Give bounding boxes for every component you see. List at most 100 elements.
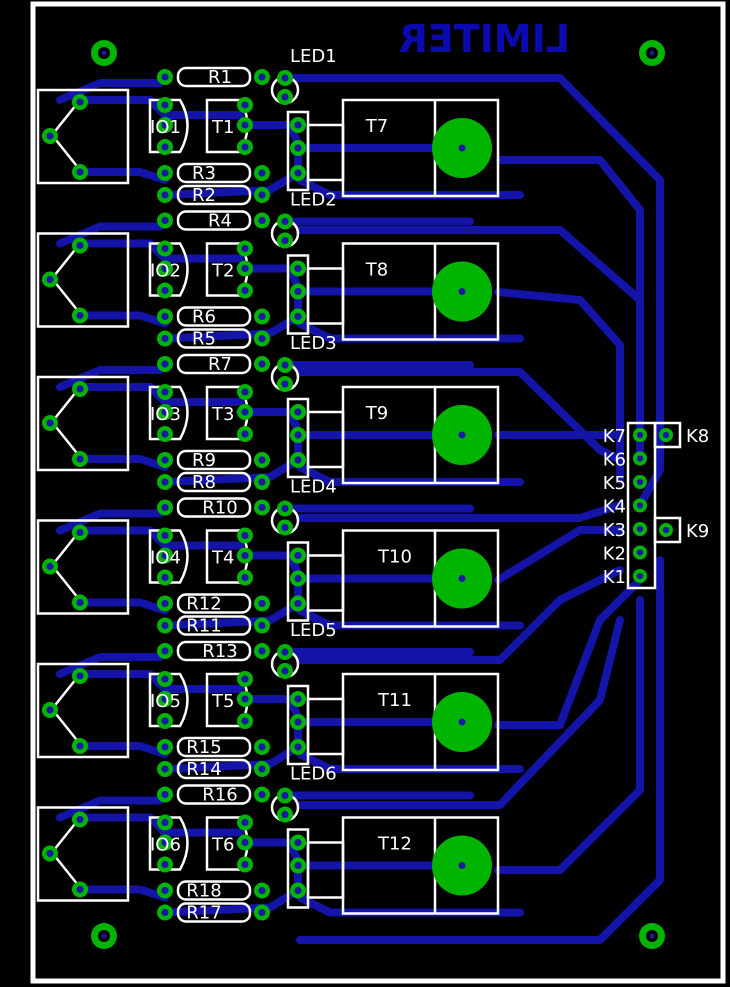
connector-pin-K7: K7 [603,426,626,447]
resistor-R1: R1 [176,66,252,88]
connector-pin-K3: K3 [603,520,626,541]
power-transistor-T9: T9 [286,385,500,485]
connector-pin-K4: K4 [603,497,626,518]
resistor-R16-label: R16 [202,785,237,806]
transistor-T4: T4 [205,527,253,586]
transistor-label: T3 [211,404,234,425]
copper-traces [56,74,664,944]
transistor-T1: T1 [205,97,253,155]
power-transistor-T11: T11 [286,672,500,772]
resistor-R13-label: R13 [202,641,237,662]
resistor-R14: R14 [176,758,252,780]
resistor-R8-label: R8 [192,472,216,493]
resistor-R3: R3 [176,162,252,184]
resistor-R4-label: R4 [208,211,232,232]
connector-pin-K1: K1 [603,567,626,588]
optocoupler-label: IO3 [150,404,181,425]
mounting-hole-tr [639,40,665,66]
led-label: LED6 [290,764,337,785]
resistor-R11: R11 [176,615,252,637]
transistor-T6: T6 [205,814,253,873]
resistor-R17-label: R17 [186,903,221,924]
mounting-hole-bl [91,923,117,949]
resistor-R7-label: R7 [208,354,232,375]
resistor-R11-label: R11 [186,616,221,637]
resistor-R17: R17 [176,902,252,924]
resistor-R12: R12 [176,593,252,615]
power-transistor-T7: T7 [286,98,500,198]
resistor-R13: R13 [176,640,252,662]
power-transistor-T10: T10 [286,529,500,628]
transistor-T5: T5 [205,671,253,729]
led-label: LED5 [290,620,337,641]
transistor-label: T6 [211,835,234,856]
power-transistor-T12: T12 [286,816,500,915]
input-connector [36,88,130,185]
resistor-R8: R8 [176,471,252,493]
resistor-R4: R4 [176,210,252,232]
optocoupler-label: IO1 [150,117,181,138]
led-6: LED6 [270,764,337,823]
resistor-R2: R2 [176,184,252,206]
optocoupler-label: IO5 [150,691,181,712]
power-transistor-label: T9 [365,403,388,424]
optocoupler-label: IO2 [150,261,181,282]
led-label: LED1 [290,46,337,67]
connector-pin-K2: K2 [603,544,626,565]
svg-text:LIMITER: LIMITER [399,17,570,61]
optocoupler-1: IO1 [148,97,189,155]
optocoupler-2: IO2 [148,240,189,299]
resistor-R7: R7 [176,353,252,375]
resistor-R15: R15 [176,736,252,758]
led-1: LED1 [270,46,337,105]
optocoupler-6: IO6 [148,814,189,873]
input-connector [36,519,130,615]
led-label: LED4 [290,477,337,498]
input-connector [36,232,130,328]
resistor-R5: R5 [176,328,252,350]
resistor-R18: R18 [176,880,252,902]
transistor-label: T2 [211,261,234,282]
mounting-hole-tl [91,40,117,66]
resistor-R12-label: R12 [186,594,221,615]
board-title: LIMITER [399,17,570,61]
power-transistor-label: T11 [377,690,412,711]
resistor-R5-label: R5 [192,329,216,350]
mounting-hole-br [639,923,665,949]
resistor-R10: R10 [176,497,252,519]
transistor-T3: T3 [205,384,253,442]
input-connector [36,375,130,472]
power-transistor-label: T10 [377,547,412,568]
power-transistor-label: T12 [377,834,412,855]
optocoupler-4: IO4 [148,527,189,586]
resistor-R16: R16 [176,784,252,806]
resistor-R9-label: R9 [192,450,216,471]
transistor-label: T1 [211,117,234,138]
connector-pin-K5: K5 [603,473,626,494]
optocoupler-label: IO6 [150,835,181,856]
resistor-R6: R6 [176,306,252,328]
resistor-R18-label: R18 [186,881,221,902]
transistor-label: T4 [211,548,234,569]
resistor-R2-label: R2 [192,185,216,206]
led-label: LED2 [290,190,337,211]
led-2: LED2 [270,190,337,249]
input-connector [36,806,130,902]
resistor-R1-label: R1 [208,67,232,88]
led-5: LED5 [270,620,337,679]
led-label: LED3 [290,333,337,354]
power-transistor-T8: T8 [286,242,500,341]
led-4: LED4 [270,477,337,536]
transistor-T2: T2 [205,240,253,299]
resistor-R14-label: R14 [186,759,221,780]
resistor-R6-label: R6 [192,307,216,328]
resistor-R15-label: R15 [186,737,221,758]
